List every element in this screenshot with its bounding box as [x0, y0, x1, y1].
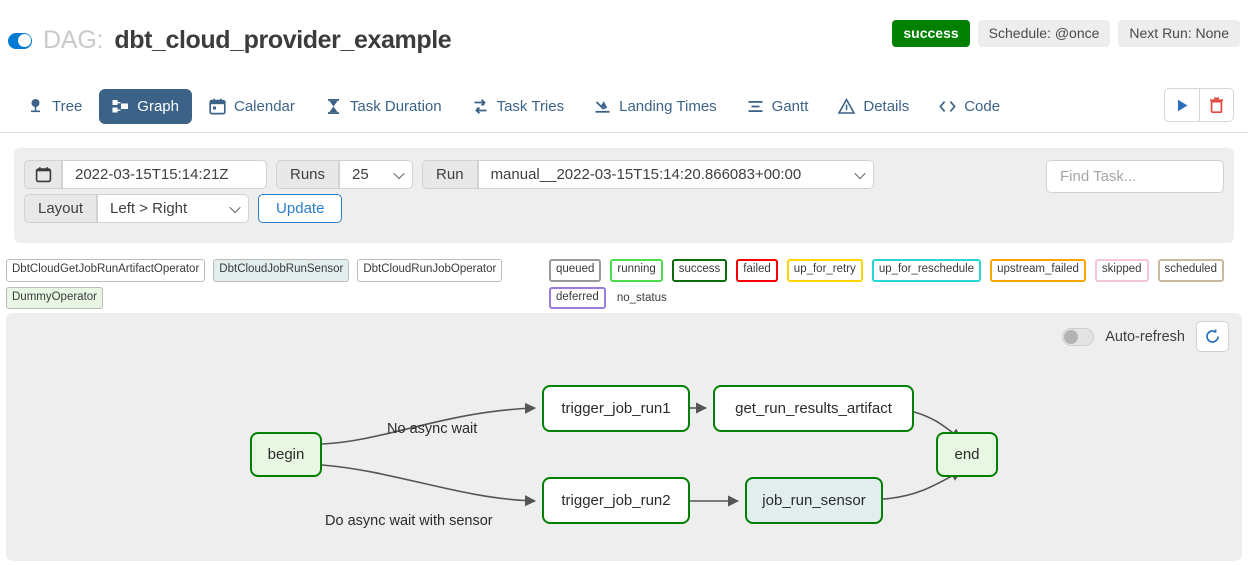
state-legend-item: upstream_failed — [990, 259, 1086, 282]
tab-code[interactable]: Code — [926, 89, 1013, 124]
gantt-icon — [747, 98, 764, 115]
tab-task-duration[interactable]: Task Duration — [312, 89, 455, 124]
auto-refresh-toggle[interactable] — [1062, 327, 1095, 346]
delete-dag-button[interactable] — [1199, 89, 1233, 121]
retry-icon — [472, 98, 489, 115]
schedule-badge[interactable]: Schedule: @once — [977, 20, 1111, 47]
update-button[interactable]: Update — [258, 194, 343, 223]
refresh-icon — [1206, 328, 1219, 343]
find-task-input[interactable]: Find Task... — [1046, 160, 1224, 193]
state-legend-no-status: no_status — [616, 291, 667, 304]
trigger-dag-button[interactable] — [1165, 89, 1199, 121]
tab-label: Task Duration — [349, 98, 442, 115]
state-legend-item: skipped — [1094, 259, 1149, 282]
trash-icon — [1210, 97, 1223, 113]
runs-group: Runs 25 — [276, 160, 414, 189]
refresh-button[interactable] — [1196, 321, 1229, 352]
tab-label: Code — [964, 98, 1001, 115]
run-group: Run manual__2022-03-15T15:14:20.866083+0… — [422, 160, 874, 189]
state-legend-item: queued — [549, 259, 602, 282]
tab-label: Graph — [137, 98, 179, 115]
tab-label: Task Tries — [496, 98, 565, 115]
tab-details[interactable]: Details — [825, 89, 922, 124]
graph-node-trigger-job-run1[interactable]: trigger_job_run1 — [542, 385, 690, 432]
dag-graph-canvas[interactable]: Auto-refresh — [6, 313, 1242, 561]
graph-node-get-run-results-artifact[interactable]: get_run_results_artifact — [713, 385, 914, 432]
dag-label: DAG: — [43, 26, 104, 54]
tab-label: Gantt — [771, 98, 809, 115]
calendar-icon — [209, 98, 226, 115]
operator-legend-item: DummyOperator — [6, 286, 103, 309]
num-runs-select[interactable]: 25 — [339, 160, 414, 189]
graph-node-job-run-sensor[interactable]: job_run_sensor — [745, 477, 883, 524]
graph-icon — [112, 98, 129, 115]
play-icon — [1177, 99, 1187, 111]
graph-refresh-controls: Auto-refresh — [1062, 321, 1229, 352]
base-date-group: 2022-03-15T15:14:21Z — [24, 160, 267, 189]
state-legend-item: failed — [736, 259, 778, 282]
dag-badges: success Schedule: @once Next Run: None — [892, 20, 1240, 47]
operator-legend: DbtCloudGetJobRunArtifactOperator DbtClo… — [6, 259, 526, 309]
dag-name: dbt_cloud_provider_example — [114, 26, 452, 54]
auto-refresh-label: Auto-refresh — [1105, 328, 1185, 345]
runs-label: Runs — [276, 160, 340, 189]
tab-tree[interactable]: Tree — [14, 89, 95, 124]
status-badge: success — [892, 20, 970, 47]
state-legend-item: success — [671, 259, 728, 282]
tab-calendar[interactable]: Calendar — [196, 89, 308, 124]
landing-icon — [594, 98, 611, 115]
edge-label-async-wait: Do async wait with sensor — [325, 513, 493, 529]
state-legend-item: up_for_retry — [786, 259, 863, 282]
filter-toolbar: 2022-03-15T15:14:21Z Runs 25 Run manual_… — [14, 148, 1234, 243]
graph-node-trigger-job-run2[interactable]: trigger_job_run2 — [542, 477, 690, 524]
tab-task-tries[interactable]: Task Tries — [459, 89, 578, 124]
edge-label-no-async-wait: No async wait — [387, 421, 478, 437]
state-legend-item: up_for_reschedule — [871, 259, 982, 282]
run-label: Run — [422, 160, 478, 189]
layout-select[interactable]: Left > Right — [97, 194, 250, 223]
dag-run-select[interactable]: manual__2022-03-15T15:14:20.866083+00:00 — [477, 160, 874, 189]
view-tabbar: Tree Graph Calendar Task Duration — [0, 80, 1248, 133]
calendar-icon[interactable] — [24, 160, 62, 189]
state-legend-item: running — [610, 259, 663, 282]
operator-legend-item: DbtCloudRunJobOperator — [357, 259, 503, 282]
tab-gantt[interactable]: Gantt — [734, 89, 822, 124]
next-run-badge: Next Run: None — [1118, 20, 1240, 47]
base-date-input[interactable]: 2022-03-15T15:14:21Z — [62, 160, 267, 189]
graph-node-begin[interactable]: begin — [250, 432, 322, 477]
triangle-info-icon — [838, 98, 856, 115]
dag-title: DAG: dbt_cloud_provider_example — [8, 26, 452, 55]
tab-label: Tree — [52, 98, 83, 115]
dag-pause-toggle[interactable] — [8, 32, 32, 49]
tab-landing-times[interactable]: Landing Times — [581, 89, 730, 124]
code-icon — [939, 98, 956, 115]
state-legend-item: deferred — [549, 286, 606, 309]
layout-group: Layout Left > Right — [24, 194, 250, 223]
page-header: DAG: dbt_cloud_provider_example success … — [0, 0, 1248, 74]
layout-label: Layout — [24, 194, 98, 223]
tab-label: Calendar — [234, 98, 295, 115]
operator-legend-item: DbtCloudJobRunSensor — [213, 259, 350, 282]
operator-legend-item: DbtCloudGetJobRunArtifactOperator — [6, 259, 206, 282]
tab-graph[interactable]: Graph — [99, 89, 192, 124]
graph-node-end[interactable]: end — [936, 432, 998, 477]
tab-label: Details — [863, 98, 910, 115]
hourglass-icon — [325, 98, 342, 115]
state-legend-item: scheduled — [1157, 259, 1224, 282]
state-legend: queued running success failed up_for_ret… — [549, 259, 1244, 309]
tree-icon — [27, 98, 44, 115]
tab-label: Landing Times — [619, 98, 717, 115]
dag-action-buttons — [1164, 88, 1234, 122]
